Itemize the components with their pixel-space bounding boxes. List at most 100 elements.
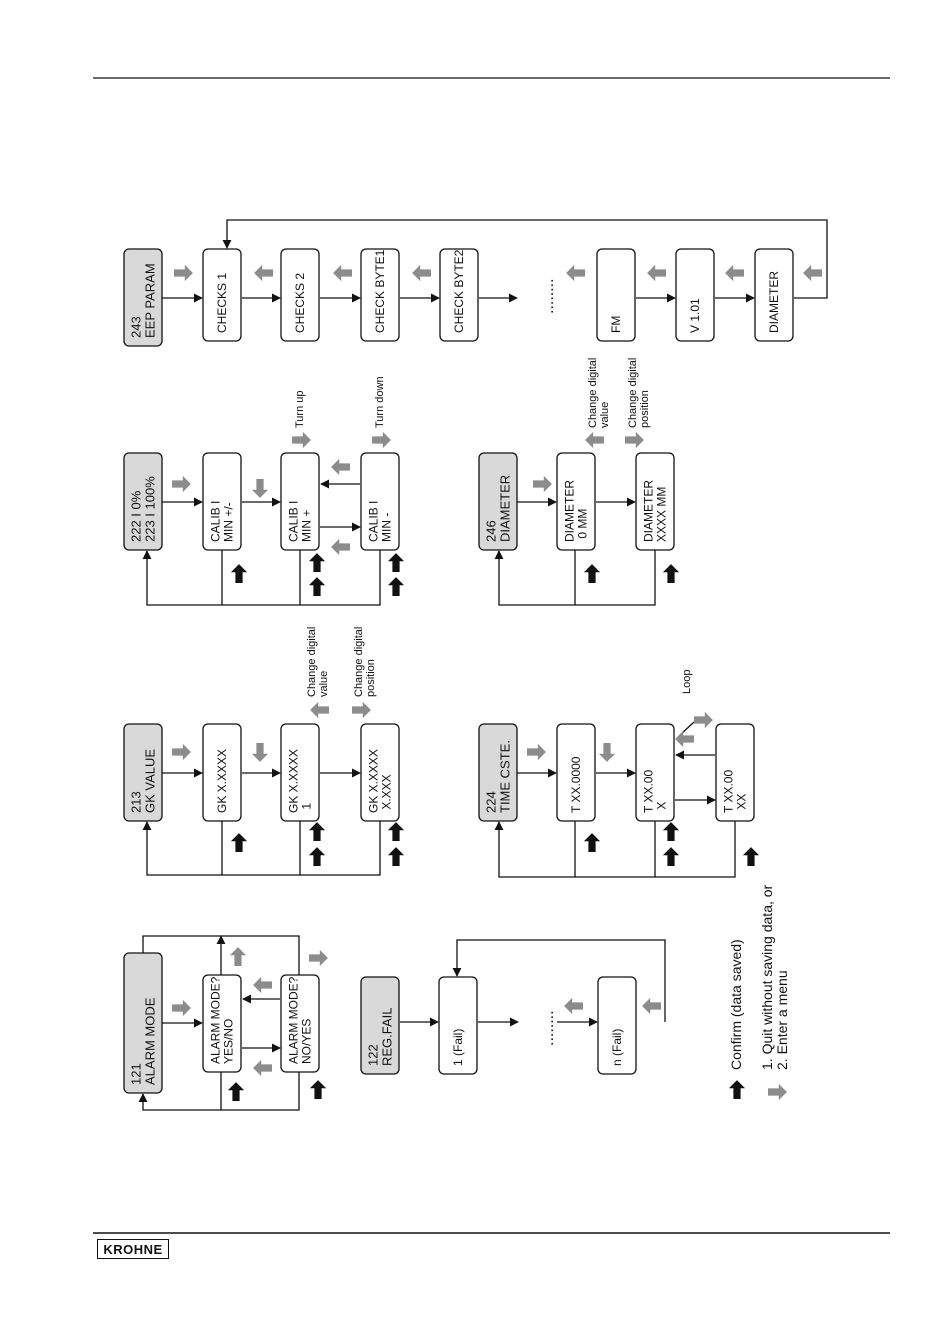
eep-param-box-1-text: CHECKS 1 [215,273,229,333]
eep-gray-arrow-2 [254,264,273,282]
alarm-gray-arrow-1 [172,999,191,1017]
calib-black-arrow-5 [387,577,405,596]
time-gray-arrow-1 [527,743,546,761]
diameter-box-1 [556,452,596,551]
calib-header-text: 222 I 0%223 I 100% [129,476,158,542]
eep-param-box-4-text: CHECK BYTE2 [452,249,466,333]
alarm-mode-box-2-text: ALARM MODE?NO/YES [287,976,314,1064]
gk-black-arrow-2 [308,822,326,841]
diameter-header-text: 246DIAMETER [484,475,513,542]
gk-change-value-label: Change digitalvalue [306,627,330,697]
reg-fail-header-text: 122REG.FAIL [366,1007,395,1066]
reg-fail-header [360,976,400,1075]
legend-quit-arrow [768,1083,787,1101]
time-cste-box-1 [556,723,596,822]
time-cste-box-1-text: T XX.0000 [569,756,583,813]
alarm-mode-box-2 [280,974,320,1073]
diameter-bottom-loop [494,550,656,606]
time-bottom-loop [494,821,736,878]
diameter-gray-arrow-3 [625,431,644,449]
eep-param-box-2-text: CHECKS 2 [293,273,307,333]
alarm-gray-arrow-5 [309,949,328,967]
eep-param-box-7 [754,248,794,342]
alarm-black-arrow-2 [309,1080,327,1099]
time-gray-arrow-3 [675,730,694,748]
time-cste-box-2-text: T XX.00 X [642,770,669,813]
eep-param-box-5-text: FM [609,316,623,333]
alarm-black-arrow-1 [227,1082,245,1101]
diameter-box-1-text: DIAMETER 0 MM [563,480,590,542]
eep-param-box-3 [360,248,400,342]
eep-param-box-4 [439,248,479,342]
time-loop-label: Loop [681,670,693,694]
eep-param-box-5 [596,248,636,342]
gk-gray-arrow-4 [352,701,371,719]
time-black-arrow-4 [742,847,760,866]
eep-param-box-3-text: CHECK BYTE1 [373,249,387,333]
gk-black-arrow-1 [230,833,248,852]
diameter-black-arrow-2 [662,564,680,583]
calib-bottom-loop [142,550,381,606]
calib-box-1-text: CALIB IMIN +/- [209,501,236,542]
calib-gray-arrow-5 [292,431,311,449]
eep-gray-arrow-1 [174,264,193,282]
eep-param-box-6 [675,248,715,342]
gk-value-box-3-text: GK X.XXXX X.XXX [367,749,394,813]
krohne-logo: KROHNE [97,1239,169,1259]
legend-quit-text: 1. Quit without saving data, or2. Enter … [759,884,790,1070]
reg-return-loop [452,939,666,1022]
eep-gray-arrow-5 [566,264,585,282]
eep-return-loop [222,219,828,299]
gk-gray-arrow-3 [310,701,329,719]
calib-turn-up-label: Turn up [294,390,306,428]
time-black-arrow-2 [662,822,680,841]
alarm-gray-arrow-2 [253,976,272,994]
calib-black-arrow-4 [387,553,405,572]
calib-gray-arrow-3 [331,458,350,476]
time-cste-box-3-text: T XX.00 XX [722,770,749,813]
eep-param-box-1 [202,248,242,342]
eep-param-header-text: 243EEP PARAM [129,263,158,338]
gk-change-position-label: Change digitalposition [353,627,377,697]
legend-confirm-text: Confirm (data saved) [728,939,744,1070]
eep-param-box-6-text: V 1.01 [688,298,702,333]
calib-gray-arrow-6 [372,431,391,449]
gk-black-arrow-3 [308,847,326,866]
eep-gray-arrow-8 [803,264,822,282]
gk-value-box-2-text: GK X.XXXX 1 [287,749,314,813]
reg-fail-last-text: n (Fail) [610,1029,624,1066]
gk-gray-arrow-2 [251,743,269,762]
gk-black-arrow-4 [387,822,405,841]
reg-fail-first [438,976,478,1075]
time-cste-header-text: 224TIME CSTE. [484,740,513,813]
eep-gray-arrow-7 [725,264,744,282]
diameter-change-position-label: Change digitalposition [627,358,651,428]
reg-gray-arrow-1 [564,997,583,1015]
time-gray-arrow-2 [598,743,616,762]
calib-black-arrow-2 [308,553,326,572]
reg-fail-ellipsis: ........ [540,1010,557,1046]
calib-gray-arrow-4 [331,538,350,556]
alarm-gray-arrow-3 [253,1059,272,1077]
time-black-arrow-1 [583,833,601,852]
calib-box-2-text: CALIB IMIN + [287,501,314,542]
calib-black-arrow-1 [230,564,248,583]
diameter-change-value-label: Change digitalvalue [587,358,611,428]
time-gray-arrow-4 [694,711,713,729]
calib-gray-arrow-2 [251,479,269,498]
calib-turn-down-label: Turn down [374,376,386,428]
calib-black-arrow-3 [308,577,326,596]
diameter-gray-arrow-1 [533,475,552,493]
gk-value-box-1-text: GK X.XXXX [215,749,229,813]
gk-bottom-loop [142,821,381,876]
time-black-arrow-3 [662,847,680,866]
diameter-gray-arrow-2 [585,431,604,449]
eep-param-box-2 [280,248,320,342]
eep-gray-arrow-4 [412,264,431,282]
calib-box-3-text: CALIB IMIN - [367,501,394,542]
gk-black-arrow-5 [387,847,405,866]
diameter-box-2-text: DIAMETERXXXX MM [642,480,669,542]
eep-param-box-7-text: DIAMETER [767,271,781,333]
reg-fail-first-text: 1 (Fail) [451,1029,465,1066]
